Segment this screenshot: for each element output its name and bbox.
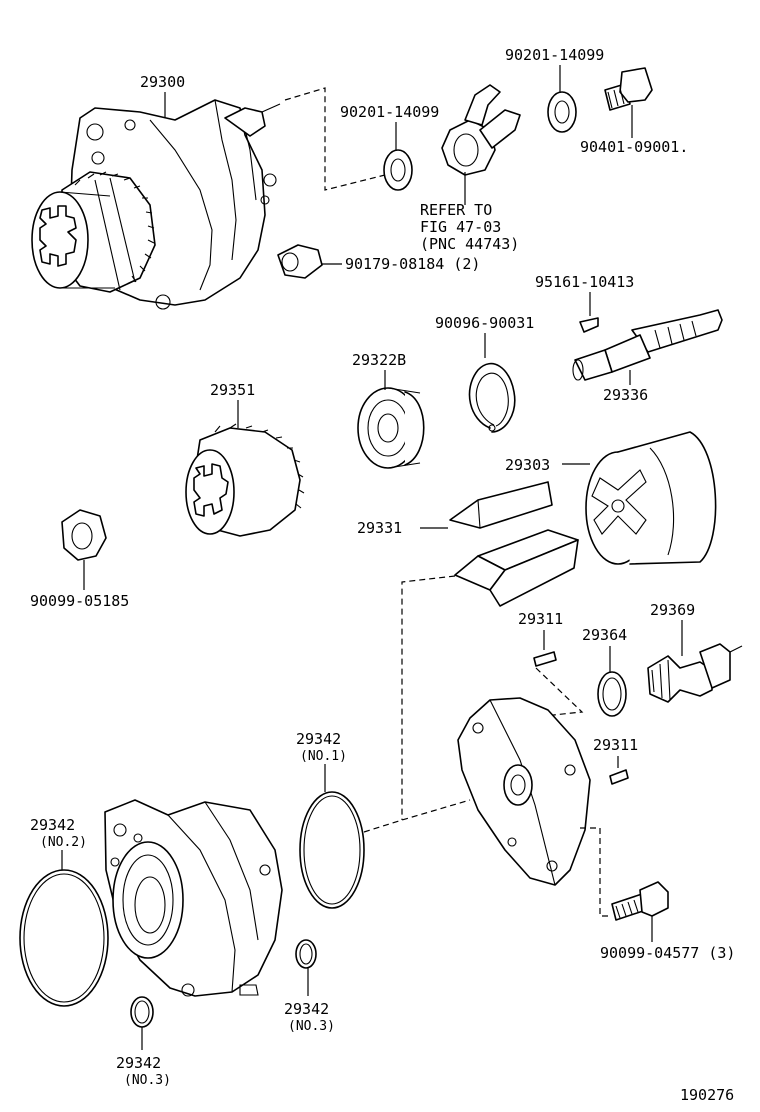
label-90401: 90401-09001. [580,138,688,156]
label-29311-a: 29311 [518,610,563,628]
part-lower-pump-housing [104,799,283,997]
label-29342-no2-sub: (NO.2) [40,835,87,850]
label-29369: 29369 [650,601,695,619]
label-refer-to: REFER TO [420,201,492,219]
label-29351: 29351 [210,381,255,399]
part-95161-key [579,317,599,333]
label-29342-no2: 29342 [30,816,75,834]
part-90179-plug [277,244,323,279]
label-29342-no3b-sub: (NO.3) [124,1073,171,1088]
part-29364-oring [597,671,627,717]
label-29342-no1-sub: (NO.1) [300,749,347,764]
part-29351-gear [185,423,305,537]
label-29342-no3a: 29342 [284,1000,329,1018]
part-29342-no1-oring [299,791,365,909]
label-29342-no3a-sub: (NO.3) [288,1019,335,1034]
label-29300: 29300 [140,73,185,91]
part-29322b-bearing [357,387,425,469]
part-90096-snap-ring [468,362,516,433]
part-29311-pin-b [609,769,629,785]
label-refer-fig: FIG 47-03 [420,218,501,236]
part-90099-nut [61,509,107,561]
diagram-number: 190276 [680,1086,734,1104]
part-90201-washer-b [547,91,577,133]
part-29369-sensor [647,643,743,703]
part-90401-bolt [604,67,653,111]
part-banjo-fitting [441,84,521,176]
label-29331: 29331 [357,519,402,537]
label-90099-05185: 90099-05185 [30,592,129,610]
part-29331-vanes [449,481,579,607]
part-29303-rotor [585,431,717,565]
label-29342-no1: 29342 [296,730,341,748]
label-29311-b: 29311 [593,736,638,754]
label-90201-b: 90201-14099 [505,46,604,64]
part-29311-pin-a [533,651,557,667]
part-29300-housing [31,99,281,310]
label-90179: 90179-08184 (2) [345,255,480,273]
label-90201-a: 90201-14099 [340,103,439,121]
part-29342-no3-ring-a [295,939,317,969]
part-29342-no2-oring [19,869,109,1007]
label-29322b: 29322B [352,351,406,369]
part-pump-cover-plate [457,697,591,886]
part-90201-washer-a [383,149,413,191]
label-90096: 90096-90031 [435,314,534,332]
part-29342-no3-ring-b [130,996,154,1028]
label-29342-no3b: 29342 [116,1054,161,1072]
part-90099-04577-bolt [611,881,669,921]
label-29303: 29303 [505,456,550,474]
label-29336: 29336 [603,386,648,404]
label-29364: 29364 [582,626,627,644]
label-95161: 95161-10413 [535,273,634,291]
part-29336-shaft [572,309,723,381]
label-refer-pnc: (PNC 44743) [420,235,519,253]
label-90099-04577: 90099-04577 (3) [600,944,735,962]
